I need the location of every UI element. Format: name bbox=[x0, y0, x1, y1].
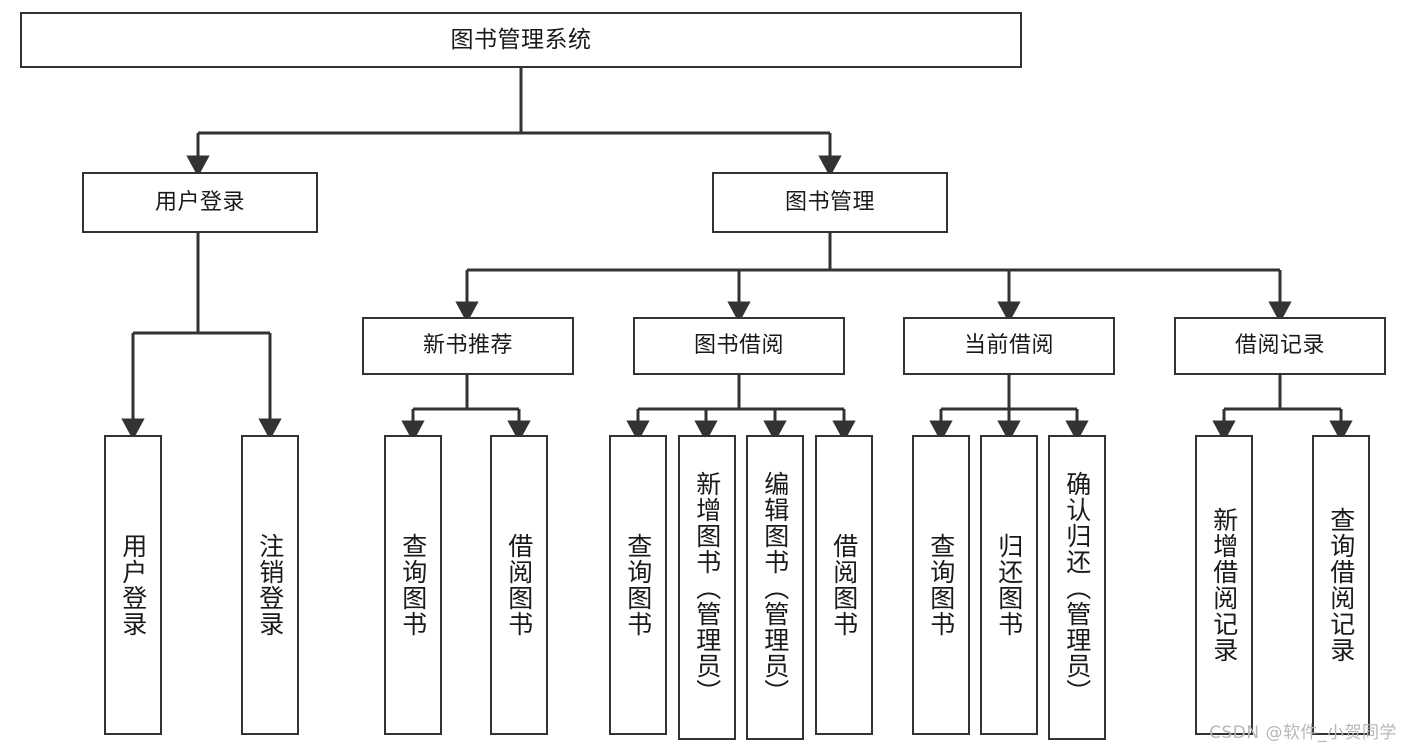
node-label: 用户登录 bbox=[154, 189, 245, 215]
node-label: 用户登录 bbox=[118, 533, 148, 637]
leaf-borrow-edit-book-admin[interactable]: 编辑图书（管理员） bbox=[746, 435, 804, 740]
leaf-newbook-borrow-book[interactable]: 借阅图书 bbox=[490, 435, 548, 735]
node-label: 新增图书（管理员） bbox=[692, 470, 722, 705]
leaf-current-return-book[interactable]: 归还图书 bbox=[980, 435, 1038, 735]
leaf-borrow-query-book[interactable]: 查询图书 bbox=[609, 435, 667, 735]
node-user-login[interactable]: 用户登录 bbox=[82, 172, 318, 233]
node-label: 借阅图书 bbox=[829, 533, 859, 637]
leaf-newbook-query-book[interactable]: 查询图书 bbox=[384, 435, 442, 735]
node-label: 注销登录 bbox=[255, 533, 285, 637]
node-label: 编辑图书（管理员） bbox=[760, 470, 790, 705]
node-label: 图书管理系统 bbox=[450, 26, 592, 53]
node-label: 当前借阅 bbox=[963, 333, 1054, 359]
leaf-user-login[interactable]: 用户登录 bbox=[104, 435, 162, 735]
node-label: 图书借阅 bbox=[693, 333, 784, 359]
node-label: 查询图书 bbox=[398, 533, 428, 637]
node-label: 借阅记录 bbox=[1234, 333, 1325, 359]
node-book-management[interactable]: 图书管理 bbox=[712, 172, 948, 233]
node-label: 查询图书 bbox=[926, 533, 956, 637]
node-label: 新书推荐 bbox=[422, 333, 513, 359]
leaf-record-query-record[interactable]: 查询借阅记录 bbox=[1312, 435, 1370, 735]
csdn-watermark: CSDN @软件_小贺同学 bbox=[1209, 723, 1397, 743]
node-label: 归还图书 bbox=[994, 533, 1024, 637]
leaf-borrow-borrow-book[interactable]: 借阅图书 bbox=[815, 435, 873, 735]
node-label: 图书管理 bbox=[784, 189, 875, 215]
node-label: 查询借阅记录 bbox=[1326, 507, 1356, 663]
node-root-book-management-system[interactable]: 图书管理系统 bbox=[20, 12, 1022, 68]
node-label: 确认归还（管理员） bbox=[1062, 470, 1092, 705]
leaf-current-confirm-return-admin[interactable]: 确认归还（管理员） bbox=[1048, 435, 1106, 740]
node-label: 借阅图书 bbox=[504, 533, 534, 637]
node-book-borrow[interactable]: 图书借阅 bbox=[633, 317, 845, 375]
node-borrow-record[interactable]: 借阅记录 bbox=[1174, 317, 1386, 375]
node-label: 新增借阅记录 bbox=[1209, 507, 1239, 663]
leaf-record-add-record[interactable]: 新增借阅记录 bbox=[1195, 435, 1253, 735]
node-current-borrow[interactable]: 当前借阅 bbox=[903, 317, 1115, 375]
node-label: 查询图书 bbox=[623, 533, 653, 637]
node-new-book-recommend[interactable]: 新书推荐 bbox=[362, 317, 574, 375]
leaf-logout[interactable]: 注销登录 bbox=[241, 435, 299, 735]
leaf-borrow-add-book-admin[interactable]: 新增图书（管理员） bbox=[678, 435, 736, 740]
leaf-current-query-book[interactable]: 查询图书 bbox=[912, 435, 970, 735]
